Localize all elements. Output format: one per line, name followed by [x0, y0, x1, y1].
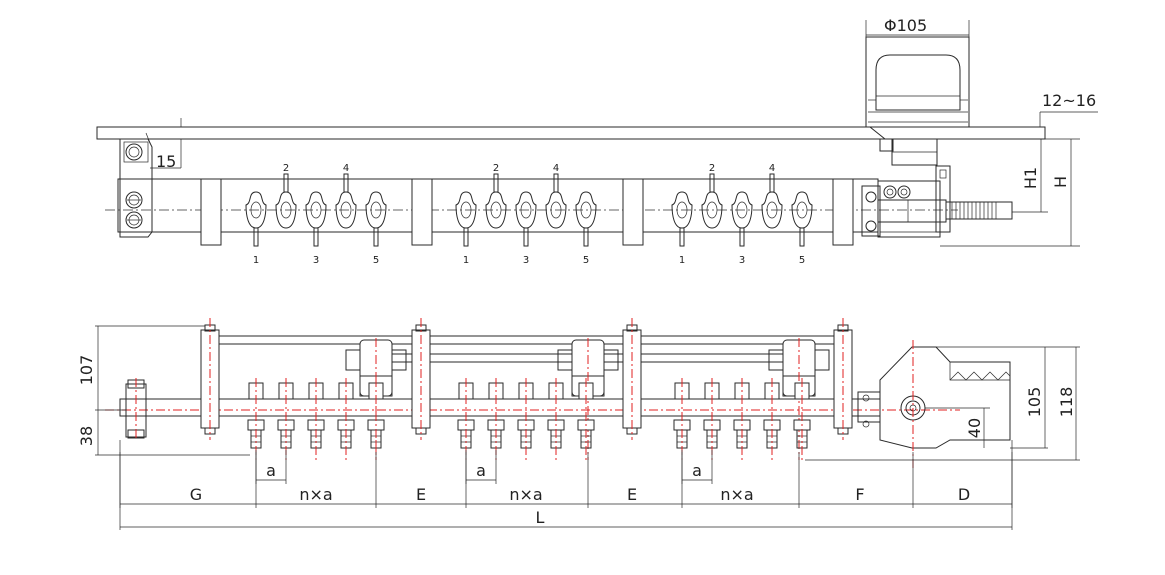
contact-spring — [457, 378, 475, 460]
height-107-label: 107 — [77, 355, 96, 386]
height-40-label: 40 — [965, 418, 984, 438]
segment-label: D — [958, 485, 970, 504]
segment-labels: G n×a E n×a E n×a F D — [190, 485, 970, 504]
motor-diameter-label: Φ105 — [884, 16, 927, 35]
contact-spring — [247, 378, 265, 460]
contact: 2 — [275, 163, 297, 229]
front-contact-groups — [247, 378, 811, 460]
motor-top — [865, 36, 970, 166]
pitch-label: a — [266, 461, 276, 480]
contact: 4 — [761, 163, 783, 229]
contact-spring — [487, 378, 505, 460]
posts — [200, 318, 853, 440]
contact: 4 — [335, 163, 357, 229]
contact-number: 3 — [523, 255, 529, 266]
pitch-marker: a — [255, 450, 287, 484]
contact: 3 — [731, 191, 753, 266]
segment-label: E — [627, 485, 637, 504]
contact-number: 4 — [769, 163, 775, 174]
segment-label: n×a — [299, 485, 332, 504]
rail — [96, 126, 1046, 140]
segment-label: G — [190, 485, 202, 504]
contact-number: 3 — [739, 255, 745, 266]
contact-number: 1 — [679, 255, 685, 266]
length-label: L — [536, 508, 545, 527]
cams — [345, 338, 830, 460]
contact: 1 — [245, 191, 267, 266]
spacer-block — [622, 178, 644, 246]
contact-spring — [763, 378, 781, 460]
contact: 5 — [365, 191, 387, 266]
segment-ticks — [119, 452, 1013, 508]
contact-number: 3 — [313, 255, 319, 266]
height-38-label: 38 — [77, 426, 96, 446]
contact-spring — [703, 378, 721, 460]
offset-tick — [145, 132, 151, 144]
spacer-block — [411, 178, 433, 246]
contact-spring — [547, 378, 565, 460]
gearbox — [857, 340, 1011, 470]
contact-number: 5 — [583, 255, 589, 266]
drive-mechanism-top — [861, 165, 1013, 238]
contact-spring — [517, 378, 535, 460]
segment-label: F — [855, 485, 864, 504]
left-bracket — [119, 138, 153, 238]
contact-number: 4 — [343, 163, 349, 174]
segment-label: n×a — [509, 485, 542, 504]
contact-number: 2 — [493, 163, 499, 174]
contact: 3 — [515, 191, 537, 266]
contact-number: 5 — [799, 255, 805, 266]
contact-number: 1 — [463, 255, 469, 266]
post — [622, 318, 642, 440]
left-end-plate — [125, 378, 147, 440]
contact-spring — [673, 378, 691, 460]
pitch-label: a — [476, 461, 486, 480]
front-view: 107 38 105 118 40 a a a G n×a E n×a E n×a … — [77, 318, 1080, 530]
segment-label: E — [416, 485, 426, 504]
lower-bar — [119, 398, 881, 417]
post — [833, 318, 853, 440]
contact: 2 — [701, 163, 723, 229]
contact: 2 — [485, 163, 507, 229]
contact: 4 — [545, 163, 567, 229]
pitch-label: a — [692, 461, 702, 480]
contact-groups: 1 2 3 4 5 1 2 3 4 5 1 2 3 4 5 — [245, 163, 813, 266]
pitch-marker: a — [681, 450, 713, 484]
upper-rail — [204, 335, 849, 345]
contact-spring — [733, 378, 751, 460]
gap-range-label: 12~16 — [1042, 91, 1096, 110]
contact: 5 — [575, 191, 597, 266]
h1-label: H1 — [1021, 167, 1040, 189]
contact-spring — [307, 378, 325, 460]
contact: 5 — [791, 191, 813, 266]
contact-spring — [337, 378, 355, 460]
top-view: 15 1 2 3 4 5 1 2 3 4 5 1 2 3 4 5 Φ105 — [96, 16, 1098, 266]
contact-spring — [277, 378, 295, 460]
height-105-label: 105 — [1025, 387, 1044, 418]
contact-number: 4 — [553, 163, 559, 174]
pitch-marker: a — [465, 450, 497, 484]
post — [411, 318, 431, 440]
spacer-block — [832, 178, 854, 246]
contact-number: 5 — [373, 255, 379, 266]
contact-number: 2 — [709, 163, 715, 174]
contact-number: 2 — [283, 163, 289, 174]
height-118-label: 118 — [1057, 387, 1076, 418]
offset-label: 15 — [156, 152, 176, 171]
contact-number: 1 — [253, 255, 259, 266]
contact: 3 — [305, 191, 327, 266]
spacer-block — [200, 178, 222, 246]
h-label: H — [1051, 176, 1070, 188]
segment-label: n×a — [720, 485, 753, 504]
contact: 1 — [671, 191, 693, 266]
contact: 1 — [455, 191, 477, 266]
contact-spring — [793, 378, 811, 460]
post — [200, 318, 220, 440]
contact-spring — [577, 378, 595, 460]
contact-spring — [367, 378, 385, 460]
